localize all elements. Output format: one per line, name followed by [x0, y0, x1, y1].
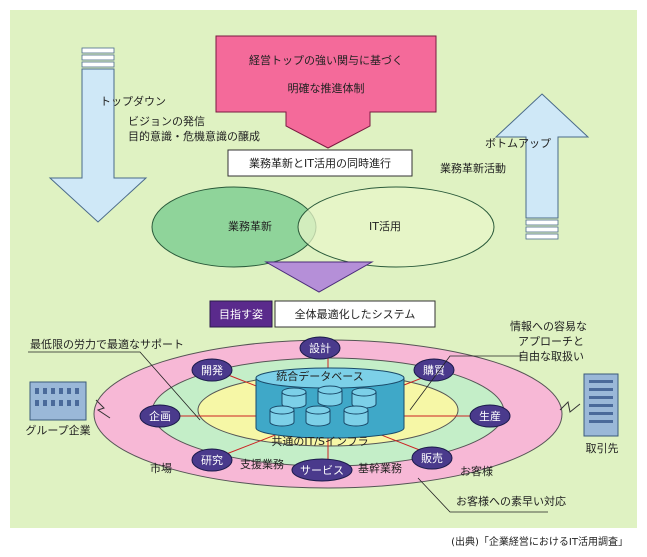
- ring-customer-label: お客様: [460, 464, 493, 478]
- node-research: [191, 448, 233, 472]
- bottom-up-label: ボトムアップ: [485, 137, 551, 150]
- db-label: 統合データベース: [276, 369, 363, 383]
- goal-tag: 目指す姿: [219, 307, 263, 321]
- top-down-arrow: [48, 47, 148, 223]
- simultaneous-label: 業務革新とIT活用の同時進行: [249, 156, 391, 170]
- group-company-label: グループ企業: [25, 423, 90, 437]
- node-purchase-label: 購買: [423, 363, 445, 377]
- venn-right-label: IT活用: [369, 220, 401, 233]
- node-service-label: サービス: [300, 464, 344, 477]
- top-down-sub2: 目的意識・危機意識の醸成: [128, 129, 260, 143]
- management-line2: 明確な推進体制: [288, 81, 365, 95]
- node-dev: [191, 358, 233, 382]
- management-arrow: [215, 35, 437, 149]
- annotation-fast: お客様への素早い対応: [456, 494, 566, 508]
- convergence-triangle: [264, 261, 374, 293]
- annotation-leaders: [28, 351, 548, 513]
- goal-text-box: [274, 300, 436, 328]
- partner-building-icon: [583, 373, 619, 437]
- annotation-info-1: 情報への容易な: [510, 319, 587, 333]
- node-service: [291, 458, 353, 482]
- node-dev-label: 開発: [201, 363, 223, 377]
- node-production: [469, 404, 511, 428]
- node-plan: [139, 404, 181, 428]
- group-link-zigzag: [95, 399, 111, 419]
- venn-left-label: 業務革新: [228, 219, 272, 233]
- ring-support-label: 支援業務: [240, 457, 284, 471]
- goal-text: 全体最適化したシステム: [295, 307, 416, 321]
- top-down-sub1: ビジョンの発信: [128, 114, 205, 128]
- top-down-label: トップダウン: [100, 94, 166, 108]
- management-line1: 経営トップの強い関与に基づく: [249, 53, 403, 67]
- node-sales-label: 販売: [421, 452, 443, 465]
- source-note: (出典)「企業経営におけるIT活用調査」: [451, 535, 628, 548]
- node-design: [299, 336, 341, 360]
- annotation-support: 最低限の労力で最適なサポート: [30, 337, 184, 351]
- bottom-up-sub: 業務革新活動: [440, 161, 506, 175]
- partner-link-zigzag: [559, 400, 581, 413]
- infra-label: 共通のIT/Sインフラ: [271, 435, 368, 448]
- node-plan-label: 企画: [149, 409, 171, 423]
- annotation-info-2: アプローチと: [518, 335, 584, 348]
- node-research-label: 研究: [201, 453, 223, 467]
- goal-tag-box: [209, 300, 273, 328]
- bottom-up-arrow: [494, 93, 590, 240]
- node-sales: [411, 446, 453, 470]
- ring-market-label: 市場: [150, 461, 172, 475]
- venn-it-utilization: [297, 186, 495, 268]
- simultaneous-box: [227, 149, 413, 177]
- node-production-label: 生産: [479, 409, 501, 423]
- annotation-info-3: 自由な取扱い: [518, 349, 584, 363]
- node-design-label: 設計: [309, 341, 331, 355]
- partner-label: 取引先: [586, 441, 619, 455]
- integrated-database: [255, 367, 405, 439]
- group-company-building-icon: [29, 381, 87, 421]
- ring-core-label: 基幹業務: [358, 461, 402, 475]
